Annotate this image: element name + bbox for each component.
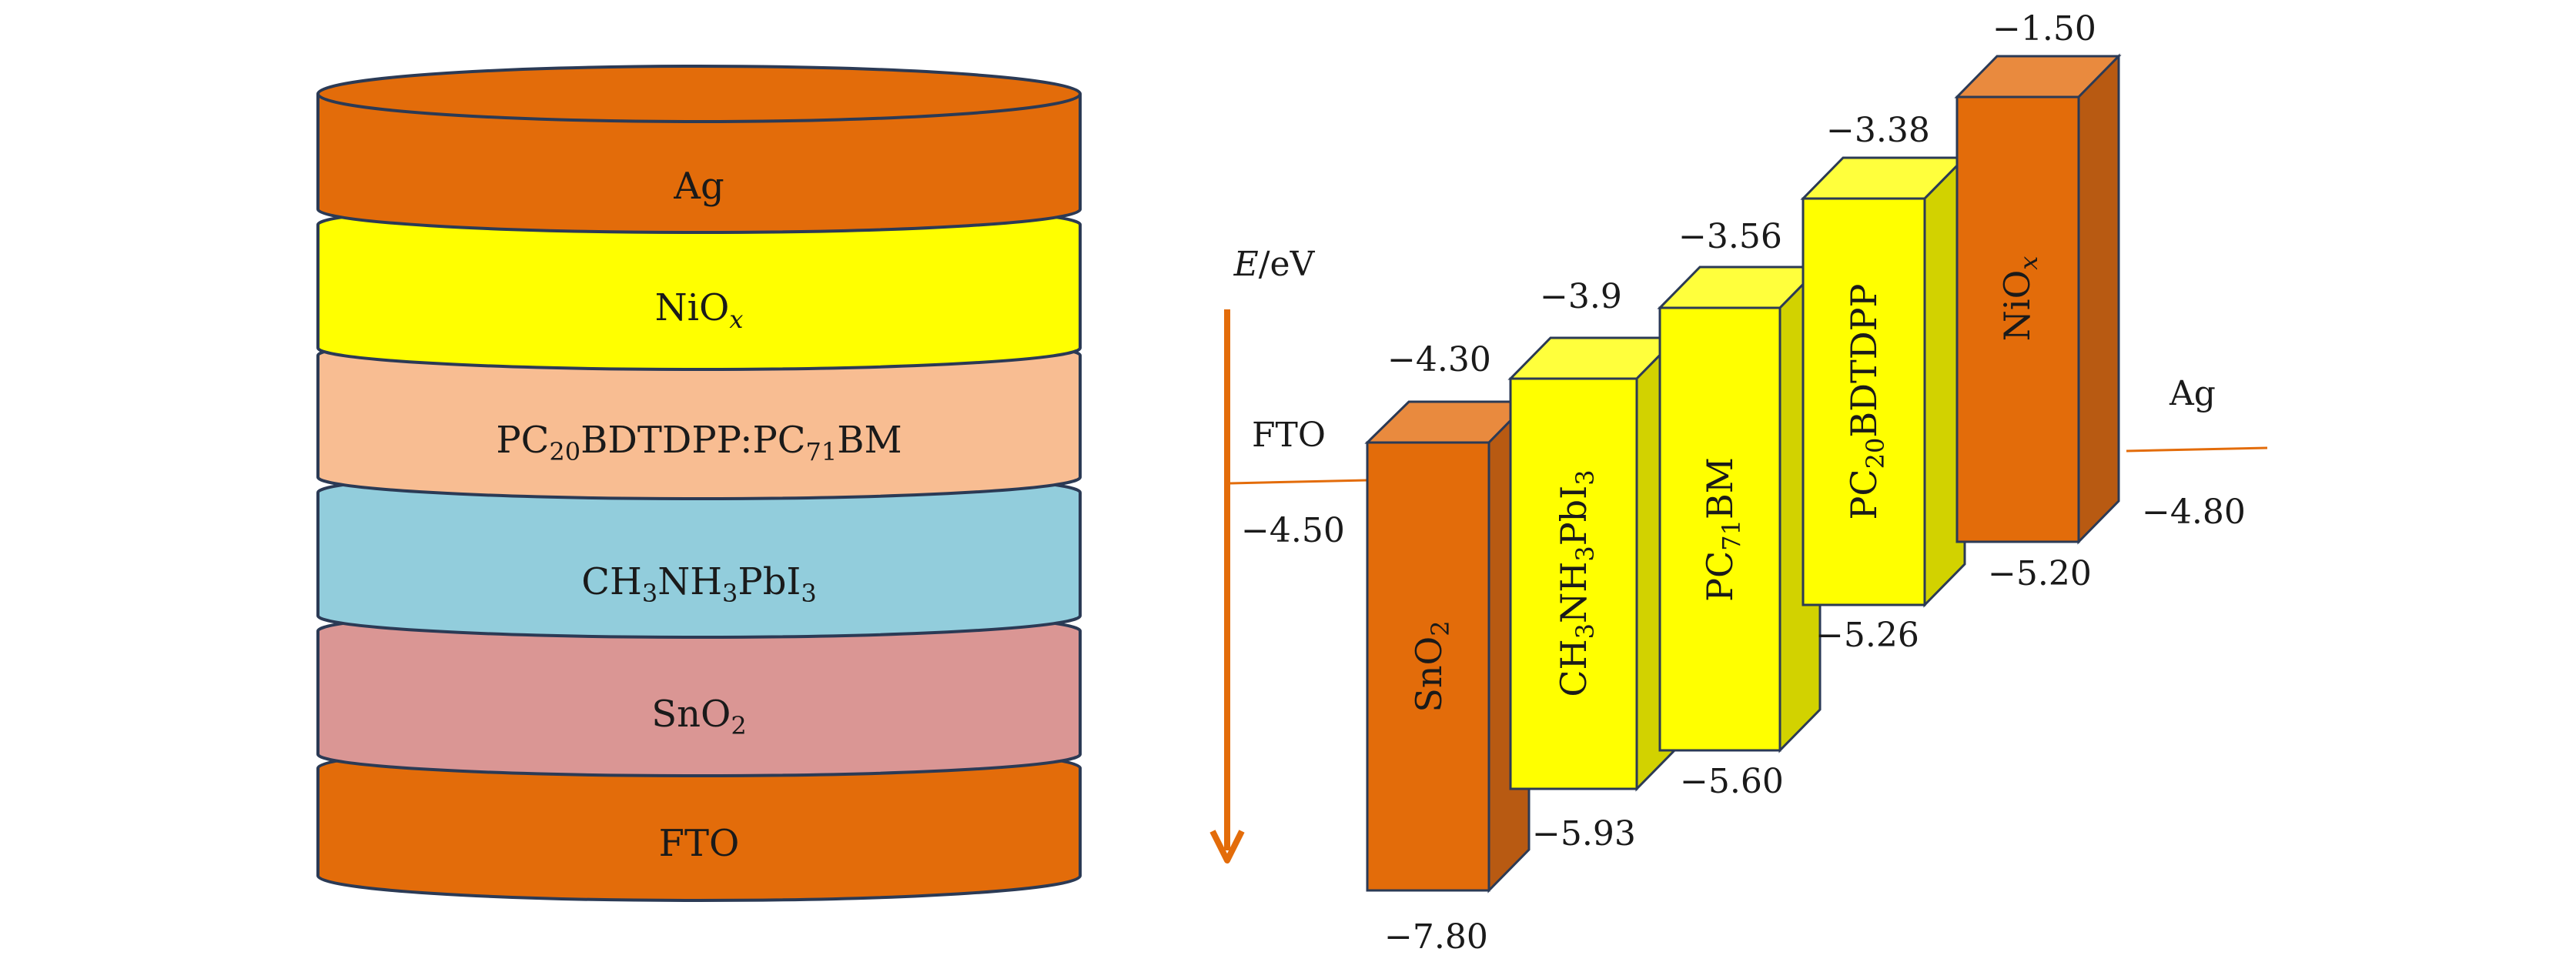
band-bottom-sno2: −7.80 [1384, 917, 1488, 957]
band-box-niox: NiOx −1.50 −5.20 [1954, 9, 2122, 593]
electrode-label-fto: FTO [1252, 416, 1326, 455]
electrode-label-ag: Ag [2169, 374, 2216, 413]
electrode-value-fto: −4.50 [1241, 511, 1345, 550]
band-box-pc20bdtdpp: PC20BDTDPP −3.38 −5.26 [1800, 111, 1968, 655]
band-box-perovskite: CH3NH3PbI3 −3.9 −5.93 [1507, 277, 1680, 853]
stack-layer-fto: FTO [316, 743, 1082, 902]
band-label-pc20bdtdpp: PC20BDTDPP [1843, 283, 1890, 519]
band-bottom-pc20bdtdpp: −5.26 [1815, 616, 1919, 655]
electrode-value-ag: −4.80 [2142, 493, 2246, 532]
band-bottom-pc71bm: −5.60 [1680, 762, 1784, 801]
layer-label-fto: FTO [659, 822, 740, 865]
layer-label-blend: PC20BDTDPP:PC71BM [496, 419, 902, 466]
layer-label-sno2: SnO2 [651, 693, 747, 740]
band-top-niox: −1.50 [1992, 9, 2096, 48]
band-box-pc71bm: PC71BM −3.56 −5.60 [1657, 217, 1823, 801]
band-box-sno2: SnO2 −4.30 −7.80 [1364, 340, 1532, 957]
band-top-pc20bdtdpp: −3.38 [1826, 111, 1930, 150]
band-label-niox: NiOx [1996, 256, 2043, 342]
band-bottom-perovskite: −5.93 [1532, 814, 1636, 853]
band-label-perovskite: CH3NH3PbI3 [1553, 469, 1600, 696]
band-top-sno2: −4.30 [1387, 340, 1491, 379]
layer-label-niox: NiOx [655, 286, 744, 334]
layer-label-ag: Ag [673, 165, 724, 208]
electrode-fto: FTO −4.50 [1229, 416, 1368, 550]
stack-layer-blend: PC20BDTDPP:PC71BM [316, 332, 1082, 500]
electrode-ag: Ag −4.80 [2126, 374, 2268, 532]
band-top-perovskite: −3.9 [1540, 277, 1622, 316]
stack-layer-perovskite: CH3NH3PbI3 [316, 469, 1082, 639]
band-top-pc71bm: −3.56 [1678, 217, 1782, 256]
band-bottom-niox: −5.20 [1988, 554, 2092, 593]
stack-layer-sno2: SnO2 [316, 608, 1082, 777]
energy-axis-label: E/eV [1233, 245, 1316, 284]
energy-diagram: E/eV FTO −4.50 Ag −4.80 SnO2 −4.30 −7.80 [1209, 9, 2268, 957]
layer-label-perovskite: CH3NH3PbI3 [581, 560, 817, 608]
stack-layer-niox: NiOx [316, 202, 1082, 371]
device-stack: FTO SnO2 CH3NH3PbI3 PC20BDTDPP:PC71BM Ni… [316, 65, 1082, 902]
stack-layer-ag: Ag [316, 65, 1082, 234]
energy-axis-arrow [1209, 309, 1245, 863]
